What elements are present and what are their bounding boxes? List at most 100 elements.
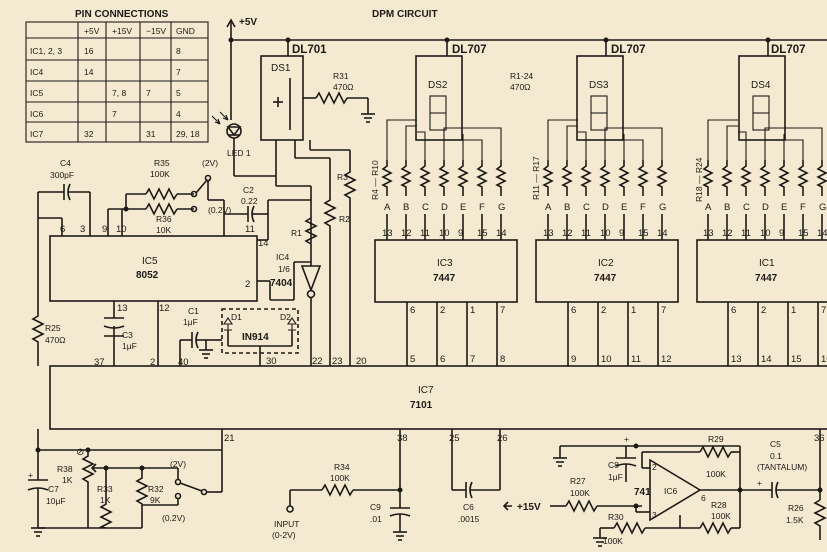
ic5-lower-components: C1 1μF 40 2 C3 1μF 37 R25 470Ω D1 D2 IN9… — [31, 236, 367, 368]
pin-table-cell: 8 — [176, 46, 181, 56]
ic6-opamp-section: + C8 1μF R29 100K R27 100K +15V 741 IC6 … — [502, 429, 827, 547]
pin-table-cell: 7 — [176, 67, 181, 77]
segment-resistor — [637, 160, 649, 196]
driver-output-pin: 6 — [571, 305, 576, 316]
ic6-ref: IC6 — [664, 486, 678, 496]
ic7-block: IC7 7101 21 38 25 26 36 — [49, 365, 827, 444]
segment-resistor — [740, 160, 752, 196]
c8-label: C8 — [608, 460, 619, 470]
segment-label: B — [564, 202, 570, 213]
ic7-pin-23: 23 — [332, 356, 343, 367]
ic7-pin-22: 22 — [312, 356, 323, 367]
driver-input-pin: 9 — [619, 228, 624, 239]
ic5-pin: 11 — [245, 224, 255, 235]
segment-resistor — [438, 160, 450, 196]
c9-value: .01 — [370, 514, 382, 524]
r28-value: 100K — [711, 511, 731, 521]
r33-label: R33 — [97, 484, 113, 494]
c6-value: .0015 — [458, 514, 480, 524]
driver-input-pin: 9 — [779, 228, 784, 239]
ic7-digit-pin: 5 — [410, 354, 415, 365]
ic7-digit-pin: 7 — [470, 354, 475, 365]
segment-label: G — [819, 202, 826, 213]
r27-value: 100K — [570, 488, 590, 498]
driver-output-pin: 2 — [761, 305, 766, 316]
segment-resistor — [476, 160, 488, 196]
ic5-pin: 12 — [159, 303, 170, 314]
c1-value: 1μF — [183, 317, 198, 327]
segment-label: A — [705, 202, 712, 213]
driver-output-pin: 6 — [731, 305, 736, 316]
segment-wire — [405, 125, 417, 160]
segment-resistor — [561, 160, 573, 196]
pin-table-row-label: IC6 — [30, 109, 44, 119]
r31-label: R31 — [333, 71, 349, 81]
r34-label: R34 — [334, 462, 350, 472]
segment-wire — [784, 139, 804, 160]
ic7-pin-37: 37 — [94, 357, 105, 368]
driver-ic-body — [374, 239, 518, 303]
pin-table-cell: 4 — [176, 109, 181, 119]
segment-label: B — [724, 202, 730, 213]
ic6-opamp — [649, 458, 702, 522]
led1-label: LED 1 — [227, 148, 251, 158]
ic5-pin: 2 — [245, 279, 250, 290]
r38-label: R38 — [57, 464, 73, 474]
ic5-body — [49, 235, 258, 302]
ic7-ref: IC7 — [418, 385, 434, 396]
segment-resistor — [457, 160, 469, 196]
input-terminal[interactable] — [286, 505, 294, 513]
driver-output-pin: 2 — [440, 305, 445, 316]
sw2-02v-label: (0.2V) — [162, 513, 185, 523]
driver-ic-part: 7447 — [594, 273, 617, 284]
r29-value: 100K — [706, 469, 726, 479]
segment-wire — [624, 139, 644, 160]
d1-label: D1 — [231, 312, 242, 322]
ic7-digit-pin: 12 — [661, 354, 672, 365]
display-group-ds3: DL707 DS3 — [576, 44, 646, 141]
ic7-pin-40: 40 — [178, 357, 189, 368]
segment-wire — [463, 139, 483, 160]
ic4-ref: IC4 — [276, 252, 290, 262]
pin-table-cell: 16 — [84, 46, 94, 56]
pin-table-row-label: IC4 — [30, 67, 44, 77]
segment-resistor — [759, 160, 771, 196]
pin-table-row-label: IC1, 2, 3 — [30, 46, 62, 56]
driver-group-ic1: A13B12C11D10E9F15G14IC17447613214115716 — [696, 119, 827, 366]
r1-24-value: 470Ω — [510, 82, 531, 92]
segment-wire — [784, 127, 823, 160]
segment-wire — [738, 131, 747, 160]
c2-value: 0.22 — [241, 196, 258, 206]
pin-table-header: −15V — [146, 26, 166, 36]
c8-value: 1μF — [608, 472, 623, 482]
display-ds1: DL701 DS1 R31 470Ω — [260, 44, 375, 176]
segment-wire — [604, 127, 624, 160]
pin-table-header: +5V — [84, 26, 100, 36]
supply-label: +5V — [239, 17, 257, 28]
ic5-ref: IC5 — [142, 256, 158, 267]
ds4-part-label: DL707 — [771, 44, 806, 56]
segment-wire — [463, 127, 502, 160]
sw2-2v-label: (2V) — [170, 459, 186, 469]
c5-value: 0.1 — [770, 451, 782, 461]
segment-label: F — [640, 202, 646, 213]
segment-resistor — [816, 160, 827, 196]
segment-wire — [566, 125, 578, 160]
segment-label: F — [479, 202, 485, 213]
segment-resistor — [702, 160, 714, 196]
sw1-02v-label: (0.2V) — [208, 205, 231, 215]
driver-ic-ref: IC2 — [598, 258, 614, 269]
ic7-body — [49, 365, 827, 430]
ic5-part: 8052 — [136, 270, 159, 281]
c4-value: 300pF — [50, 170, 74, 180]
r34-value: 100K — [330, 473, 350, 483]
driver-ic-body — [535, 239, 679, 303]
ic7-pin-2: 2 — [150, 357, 155, 368]
segment-label: C — [583, 202, 590, 213]
r25-label: R25 — [45, 323, 61, 333]
ic7-digit-pin: 10 — [601, 354, 612, 365]
segment-label: E — [460, 202, 466, 213]
